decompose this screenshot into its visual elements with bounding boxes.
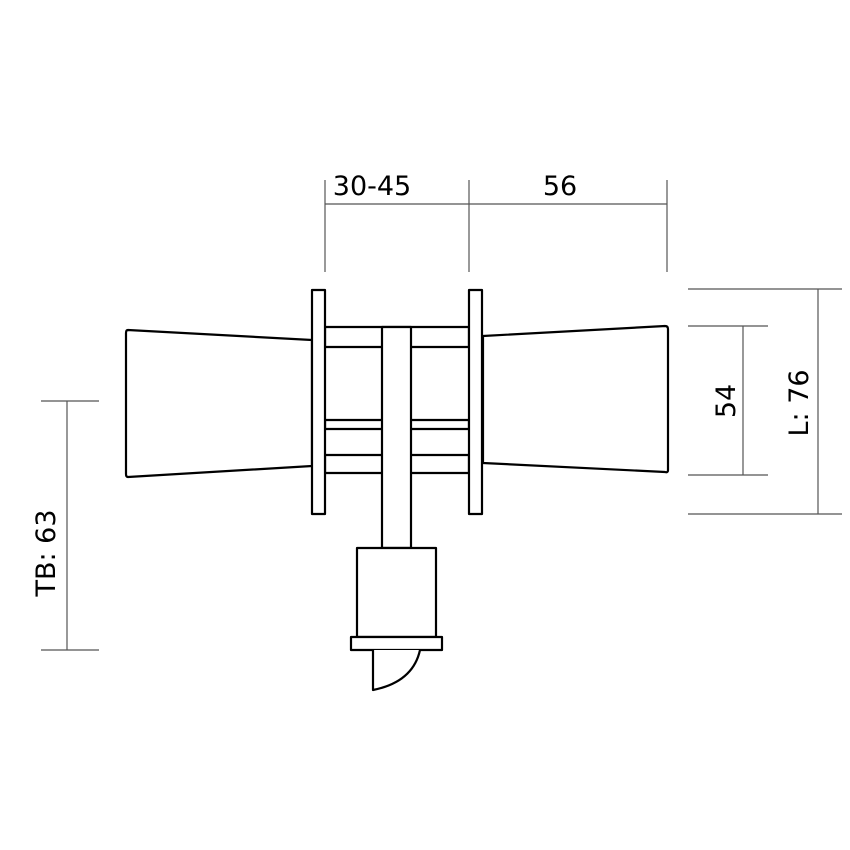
latch-stem: [380, 325, 413, 550]
length-label: L: 76: [784, 369, 815, 436]
left-dimension-lines: [41, 400, 99, 651]
latch-faceplate: [349, 635, 444, 652]
door-thickness-label: 30-45: [333, 171, 411, 202]
latch-bolt: [371, 649, 422, 692]
top-dimension-lines: [324, 180, 668, 272]
backset-label: TB: 63: [31, 509, 62, 597]
projection-label: 56: [543, 171, 577, 202]
right-dimension-lines: [688, 288, 842, 515]
left-rose-plate: [310, 288, 327, 516]
right-rose-plate: [467, 288, 484, 516]
right-knob: [481, 324, 670, 474]
rose-diameter-label: 54: [711, 384, 742, 418]
latch-body: [355, 546, 438, 639]
left-knob: [124, 328, 314, 479]
